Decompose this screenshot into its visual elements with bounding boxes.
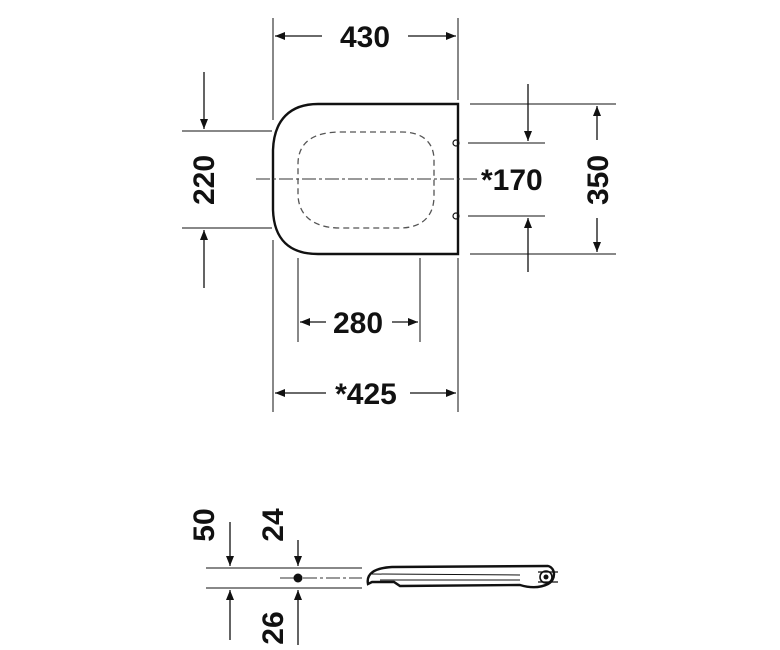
- reference-point: [293, 573, 303, 583]
- dim-height-left: 220: [188, 155, 221, 205]
- seat-outline: [271, 102, 460, 256]
- side-view: 50 24 26: [188, 508, 558, 645]
- dim-width-bottom: *425: [335, 378, 397, 411]
- dim-upper-height: 24: [257, 508, 290, 542]
- hinge-detail: [538, 570, 558, 584]
- top-view: 430 *425 280 220 *170 350: [182, 18, 616, 412]
- dim-width-top: 430: [340, 21, 390, 54]
- seat-side-profile: [366, 564, 556, 589]
- dim-height-right: 350: [582, 155, 615, 205]
- hinge-point-top: [452, 139, 460, 147]
- hinge-point-bottom: [452, 212, 460, 220]
- dim-total-height: 50: [188, 508, 221, 541]
- seat-opening-dashed: [297, 131, 435, 229]
- dim-inner-width: 280: [333, 307, 383, 340]
- dim-lower-height: 26: [257, 611, 290, 644]
- dim-hinge-spacing: *170: [481, 164, 543, 197]
